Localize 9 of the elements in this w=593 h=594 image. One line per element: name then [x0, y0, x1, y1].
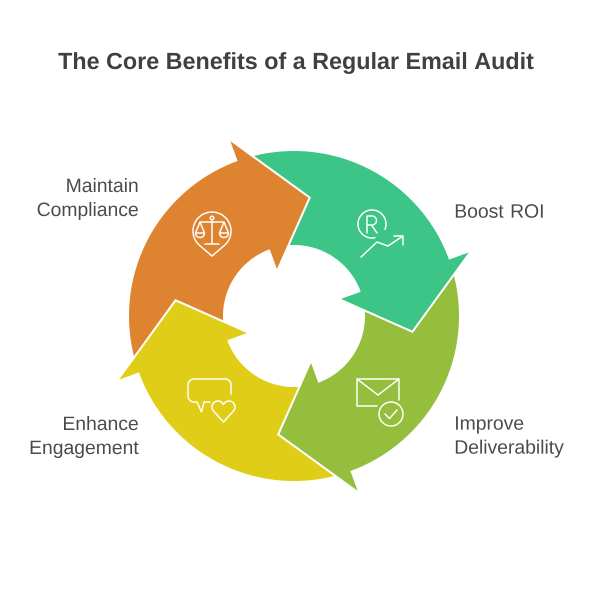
r-symbol-trend-icon	[357, 209, 404, 258]
scale-pin-icon	[192, 211, 232, 257]
step-label: Enhance Engagement	[30, 416, 139, 458]
step-label: Improve Deliverability	[456, 416, 564, 458]
envelope-check-icon	[356, 378, 404, 427]
step-label: Maintain Compliance	[38, 178, 138, 220]
step-label: Boost ROI	[456, 204, 543, 218]
speech-heart-icon	[187, 378, 236, 423]
title: The Core Benefits of a Regular Email Audit	[58, 52, 534, 74]
